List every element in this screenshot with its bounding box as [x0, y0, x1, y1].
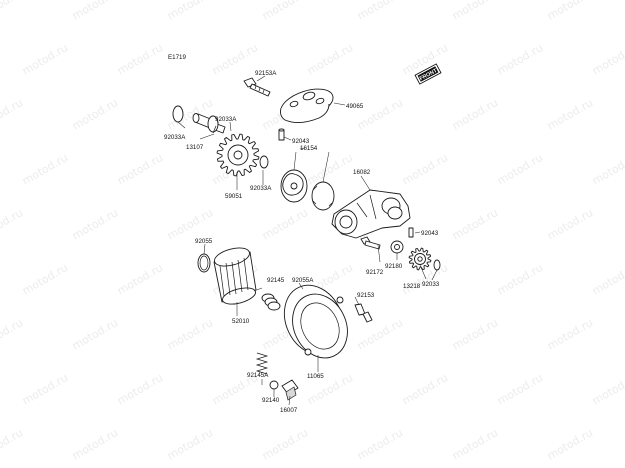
- part-label: 92043: [421, 230, 439, 237]
- part-label: 92055: [195, 238, 213, 245]
- watermark-text: motod.ru: [0, 316, 25, 352]
- part-label: 92043: [292, 138, 310, 145]
- watermark-text: motod.ru: [545, 0, 595, 23]
- watermark-text: motod.ru: [70, 316, 120, 352]
- part-label: 92153A: [255, 70, 277, 77]
- watermark-text: motod.ru: [305, 41, 355, 77]
- watermark-text: motod.ru: [545, 206, 595, 242]
- part-label: 92145: [267, 277, 285, 284]
- part-label: 92033A: [250, 185, 272, 192]
- bolt-92153: [354, 303, 373, 323]
- o-ring-92055: [197, 253, 211, 273]
- watermark-text: motod.ru: [115, 261, 165, 297]
- watermark-text: motod.ru: [115, 41, 165, 77]
- leader-lines: [177, 75, 438, 406]
- bolt-92153a: [243, 77, 271, 97]
- part-label: 13107: [186, 144, 204, 151]
- watermark-text: motod.ru: [20, 371, 70, 407]
- watermark-text: motod.ru: [590, 261, 625, 297]
- pin-92043-upper: [278, 128, 285, 141]
- watermark-text: motod.ru: [400, 261, 450, 297]
- part-label: 92153: [357, 292, 375, 299]
- bolt-92172: [360, 236, 381, 250]
- watermark-text: motod.ru: [260, 206, 310, 242]
- watermark-text: motod.ru: [450, 316, 500, 352]
- part-label: 92145A: [247, 372, 269, 379]
- watermark-text: motod.ru: [400, 151, 450, 187]
- watermark-text: motod.ru: [590, 371, 625, 407]
- watermark-text: motod.ru: [355, 426, 405, 462]
- watermark-text: motod.ru: [450, 426, 500, 462]
- watermark-text: motod.ru: [20, 41, 70, 77]
- spring-92145a: [255, 352, 269, 375]
- watermark-text: motod.ru: [355, 0, 405, 23]
- plug-16007: [281, 379, 299, 401]
- part-label: 16007: [280, 407, 298, 414]
- part-label: 92140: [262, 397, 280, 404]
- spring-92145: [261, 293, 281, 311]
- watermark-text: motod.ru: [450, 0, 500, 23]
- watermark-text: motod.ru: [260, 0, 310, 23]
- watermark-text: motod.ru: [0, 96, 25, 132]
- watermark-text: motod.ru: [495, 41, 545, 77]
- shaft-13107: [172, 105, 226, 134]
- rotor-set-16154: [280, 169, 335, 211]
- watermark-text: motod.ru: [260, 426, 310, 462]
- pump-cover-49065: [280, 88, 334, 123]
- part-label: 59051: [225, 193, 243, 200]
- part-label: 92033: [422, 281, 440, 288]
- part-label: 52010: [232, 318, 250, 325]
- watermark-text: motod.ru: [115, 371, 165, 407]
- part-label: 16082: [353, 169, 371, 176]
- watermark-text: motod.ru: [450, 206, 500, 242]
- watermark-text: motod.ru: [450, 96, 500, 132]
- ball-92140: [269, 380, 279, 390]
- watermark-text: motod.ru: [0, 426, 25, 462]
- watermark-text: motod.ru: [590, 41, 625, 77]
- watermark-text: motod.ru: [70, 0, 120, 23]
- gear-59051: [216, 133, 269, 177]
- watermark-text: motod.ru: [355, 316, 405, 352]
- watermark-text: motod.ru: [355, 96, 405, 132]
- watermark-text: motod.ru: [590, 151, 625, 187]
- part-label: 16154: [300, 145, 318, 152]
- watermark-text: motod.ru: [0, 206, 25, 242]
- part-labels: 92153A 49065 92033A 92033A 13107 92043 1…: [164, 70, 440, 414]
- filter-cover-11065: [283, 284, 348, 359]
- part-label: 49065: [346, 103, 364, 110]
- part-label: 13218: [403, 283, 421, 290]
- part-label: 92180: [385, 263, 403, 270]
- watermark-text: motod.ru: [305, 151, 355, 187]
- pump-body-16082: [331, 189, 411, 239]
- watermark-text: motod.ru: [545, 316, 595, 352]
- watermark-text: motod.ru: [115, 151, 165, 187]
- watermark-text: motod.ru: [545, 426, 595, 462]
- watermark-text: motod.ru: [70, 206, 120, 242]
- small-gear-13218: [390, 240, 441, 271]
- watermark-text: motod.ru: [0, 0, 25, 23]
- part-label: 92033A: [215, 116, 237, 123]
- watermark-text: motod.ru: [495, 371, 545, 407]
- part-label: 92033A: [164, 134, 186, 141]
- watermark-text: motod.ru: [495, 151, 545, 187]
- watermark-text: motod.ru: [165, 316, 215, 352]
- watermark-text: motod.ru: [400, 371, 450, 407]
- watermark-text: motod.ru: [20, 151, 70, 187]
- diagram-ref-code: E1719: [168, 54, 186, 61]
- part-label: 92172: [366, 269, 384, 276]
- watermark-text: motod.ru: [20, 261, 70, 297]
- pin-92043-right: [408, 227, 414, 238]
- watermark-text: motod.ru: [70, 96, 120, 132]
- watermark-text: motod.ru: [70, 426, 120, 462]
- watermark-text: motod.ru: [165, 0, 215, 23]
- watermark-text: motod.ru: [495, 261, 545, 297]
- watermark-text: motod.ru: [545, 96, 595, 132]
- oil-filter-52010: [213, 247, 257, 305]
- watermark-text: motod.ru: [210, 41, 260, 77]
- watermark-text: motod.ru: [165, 426, 215, 462]
- part-label: 92055A: [292, 277, 314, 284]
- part-label: 11065: [307, 373, 324, 380]
